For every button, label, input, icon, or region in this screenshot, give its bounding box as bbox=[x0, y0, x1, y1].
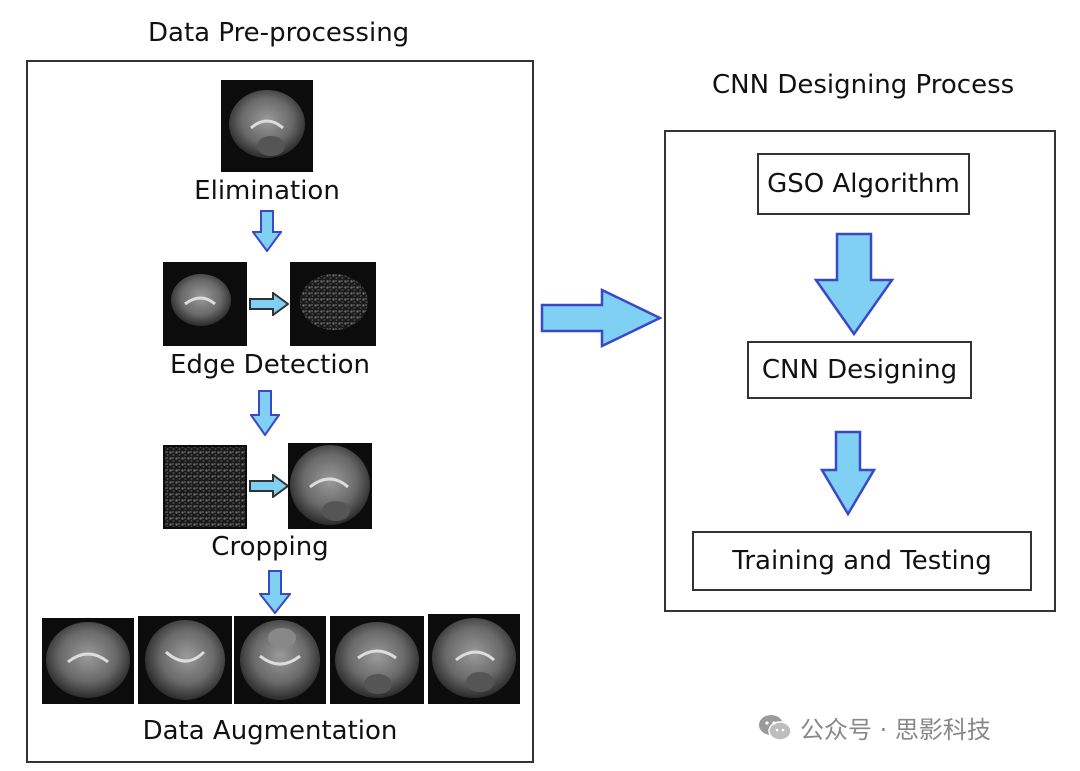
flow-right-arrow-icon bbox=[540, 288, 662, 348]
cnn-process-panel bbox=[664, 130, 1056, 612]
watermark: 公众号 · 思影科技 bbox=[758, 710, 991, 745]
edge-output-mri-image bbox=[290, 262, 376, 346]
augmentation-mri-image bbox=[330, 616, 424, 704]
elimination-mri-image bbox=[221, 80, 313, 172]
gso-algorithm-box: GSO Algorithm bbox=[757, 153, 970, 215]
training-testing-box: Training and Testing bbox=[692, 531, 1032, 591]
elimination-label: Elimination bbox=[194, 176, 340, 206]
down-arrow-icon bbox=[252, 210, 282, 252]
down-arrow-icon bbox=[820, 430, 876, 516]
cropping-label: Cropping bbox=[211, 532, 329, 562]
augmentation-label: Data Augmentation bbox=[142, 716, 398, 746]
down-arrow-icon bbox=[250, 390, 280, 436]
preprocessing-panel bbox=[26, 60, 534, 763]
preprocessing-title: Data Pre-processing bbox=[148, 18, 410, 48]
crop-output-mri-image bbox=[288, 443, 372, 529]
down-arrow-icon bbox=[814, 232, 894, 336]
augmentation-mri-image bbox=[42, 618, 134, 704]
cnn-process-title: CNN Designing Process bbox=[712, 70, 1015, 100]
wechat-icon bbox=[759, 714, 792, 741]
augmentation-mri-image bbox=[234, 616, 326, 704]
augmentation-mri-image bbox=[138, 616, 232, 704]
augmentation-mri-image bbox=[428, 614, 520, 704]
right-arrow-icon bbox=[249, 474, 289, 498]
edge-input-mri-image bbox=[163, 262, 247, 346]
right-arrow-icon bbox=[249, 292, 289, 316]
watermark-text: 公众号 · 思影科技 bbox=[800, 716, 991, 744]
edge-detection-label: Edge Detection bbox=[169, 350, 370, 380]
crop-input-mri-image bbox=[163, 445, 247, 529]
cnn-designing-box: CNN Designing bbox=[747, 341, 972, 399]
down-arrow-icon bbox=[259, 570, 291, 614]
